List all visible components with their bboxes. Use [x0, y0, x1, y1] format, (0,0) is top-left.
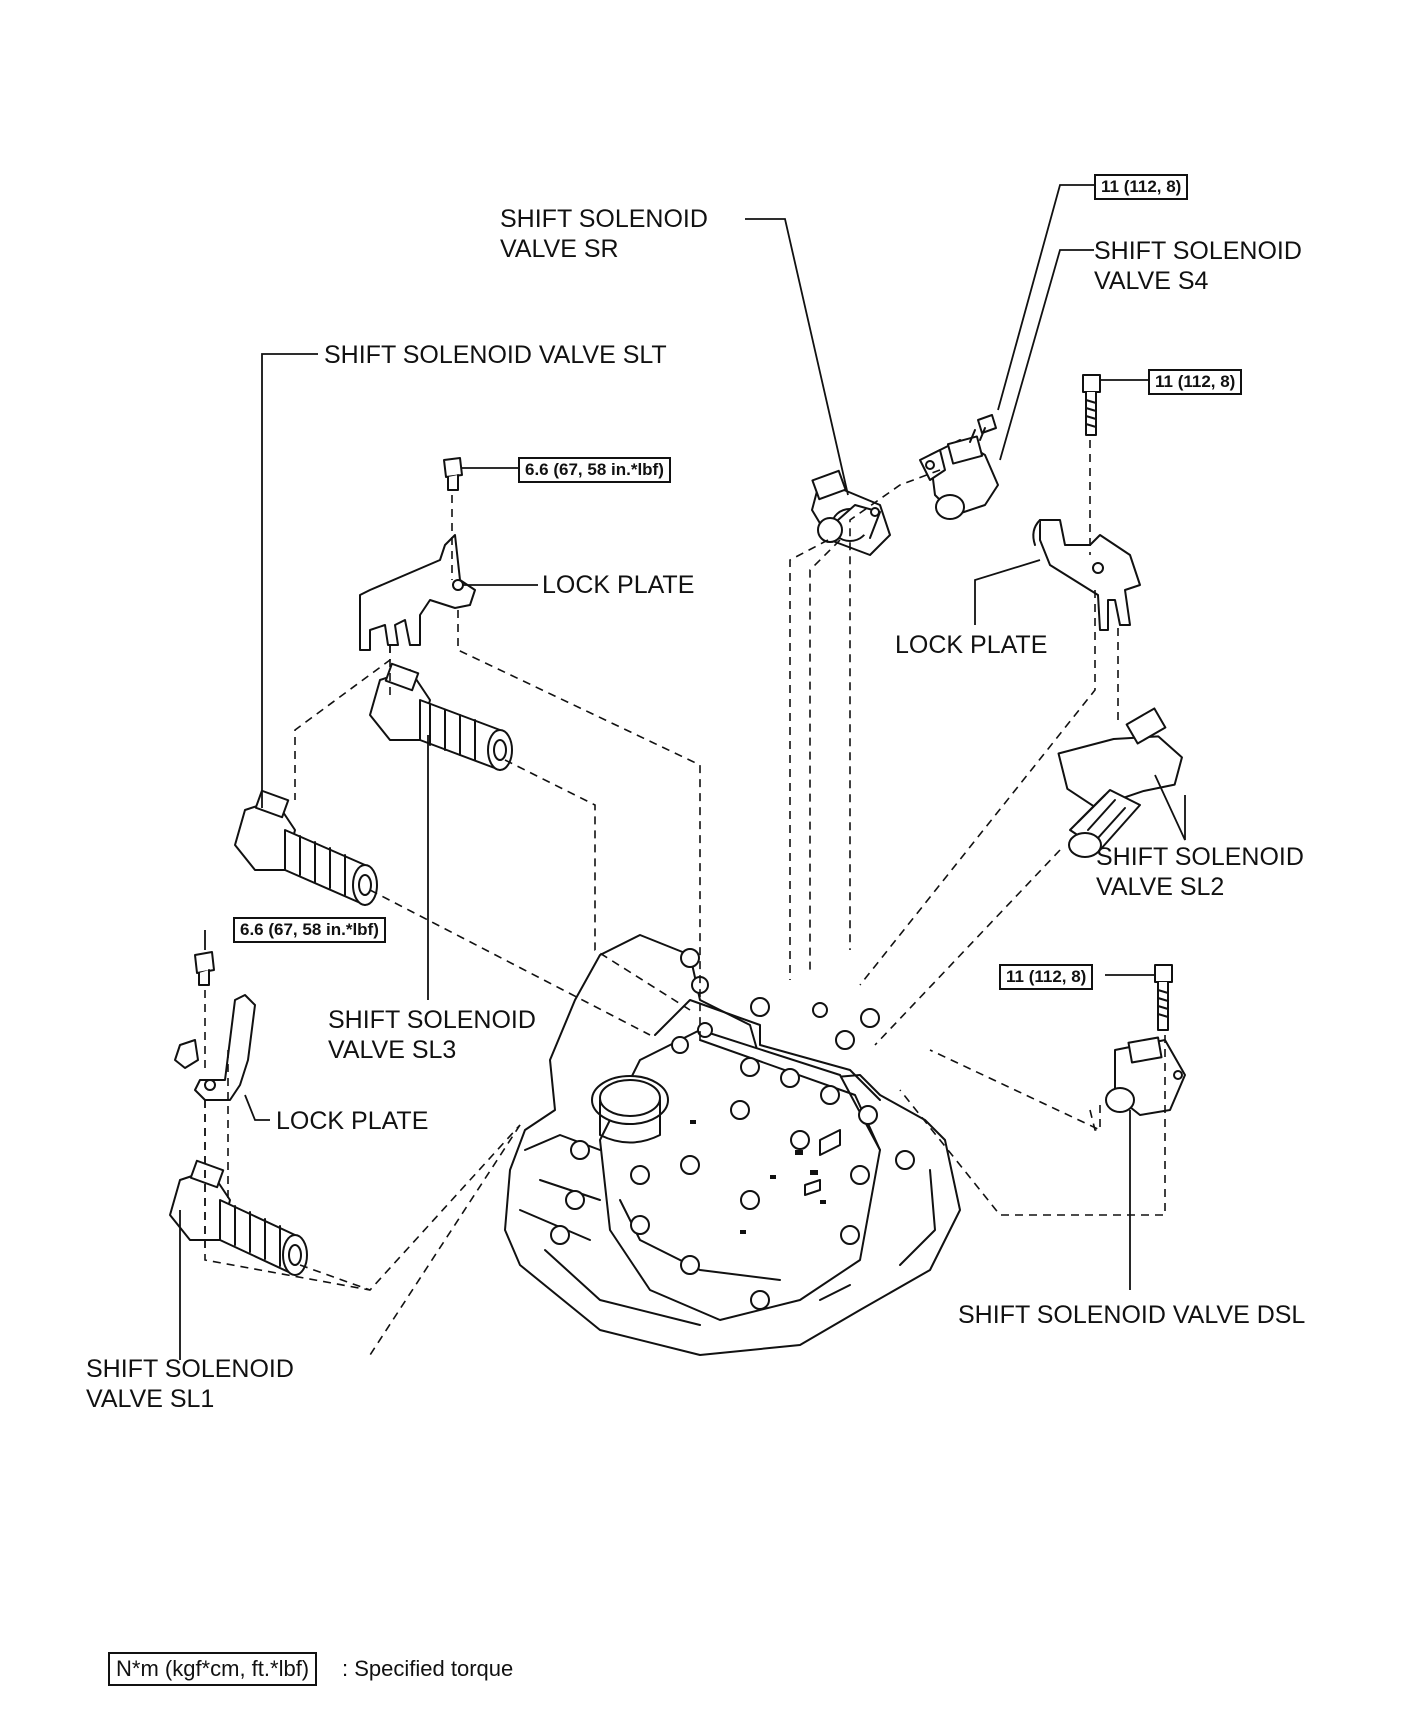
solenoid-slt-part	[234, 789, 378, 906]
label-sr-line1: SHIFT SOLENOID	[500, 205, 708, 233]
solenoid-sl3-part	[369, 662, 513, 771]
solenoid-sl1-part	[169, 1159, 308, 1276]
label-sl1-line2: VALVE SL1	[86, 1385, 215, 1413]
solenoid-s4-part	[919, 435, 999, 520]
torque-dsl-bolt: 11 (112, 8)	[999, 964, 1094, 990]
dsl-bolt-part	[1154, 964, 1173, 1031]
solenoid-dsl-part	[1105, 1036, 1186, 1116]
label-sl3-line2: VALVE SL3	[328, 1036, 457, 1064]
label-lock-plate-3: LOCK PLATE	[276, 1107, 429, 1135]
torque-right-bolt: 11 (112, 8)	[1148, 369, 1243, 395]
label-sl3-line1: SHIFT SOLENOID	[328, 1006, 536, 1034]
label-sl1-line1: SHIFT SOLENOID	[86, 1355, 294, 1383]
torque-sl1-bolt: 6.6 (67, 58 in.*lbf)	[233, 917, 386, 943]
label-lock-plate-2: LOCK PLATE	[895, 631, 1048, 659]
torque-s4-bolt: 11 (112, 8)	[1094, 174, 1189, 200]
sl1-lock-plate-part	[174, 994, 256, 1101]
torque-sl3-bolt: 6.6 (67, 58 in.*lbf)	[518, 457, 671, 483]
label-sl2-line2: VALVE SL2	[1096, 873, 1225, 901]
leader-lines	[179, 184, 1186, 1360]
label-dsl: SHIFT SOLENOID VALVE DSL	[958, 1301, 1306, 1329]
right-bolt-part	[1082, 374, 1101, 436]
label-sl2-line1: SHIFT SOLENOID	[1096, 843, 1304, 871]
solenoid-sl2-part	[1057, 707, 1183, 858]
label-slt: SHIFT SOLENOID VALVE SLT	[324, 341, 667, 369]
legend-torque-units: N*m (kgf*cm, ft.*lbf)	[108, 1652, 318, 1686]
label-s4-line1: SHIFT SOLENOID	[1094, 237, 1302, 265]
right-lock-plate-part	[1032, 519, 1141, 631]
alignment-lines	[204, 440, 1166, 1356]
valve-body	[504, 934, 961, 1356]
label-sr-line2: VALVE SR	[500, 235, 619, 263]
sl3-bolt-part	[443, 457, 463, 491]
sl3-lock-plate-part	[359, 534, 476, 651]
sl1-bolt-part	[194, 951, 215, 986]
s4-bolt-part	[969, 414, 997, 443]
label-s4-line2: VALVE S4	[1094, 267, 1209, 295]
label-lock-plate-1: LOCK PLATE	[542, 571, 695, 599]
legend-specified-torque: : Specified torque	[342, 1656, 514, 1681]
solenoid-sr-part	[811, 469, 891, 556]
